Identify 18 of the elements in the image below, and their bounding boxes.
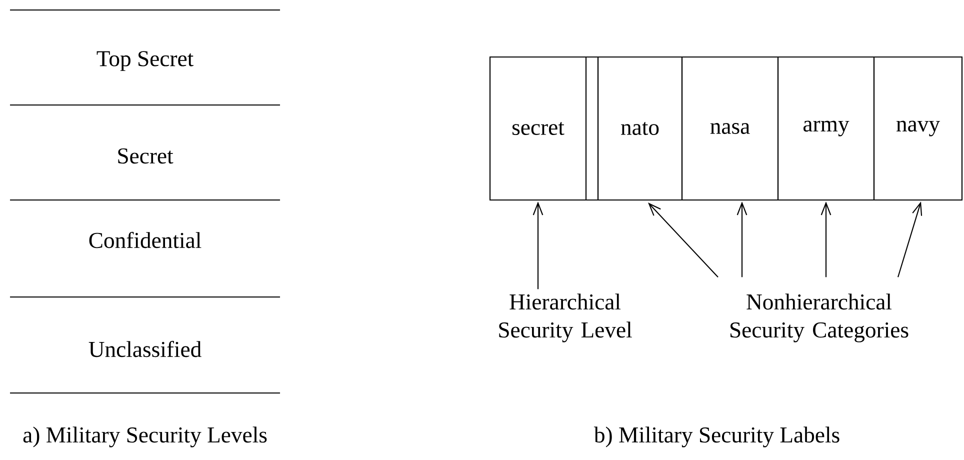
level-label: Unclassified xyxy=(88,340,202,358)
caption: b) Military Security Labels xyxy=(594,426,840,448)
arrow xyxy=(820,202,832,278)
arrow xyxy=(648,202,718,278)
level-label: Secret xyxy=(118,148,174,164)
caption: a) Military Security Levels xyxy=(23,426,267,448)
arrow xyxy=(898,202,922,278)
label-cell: army xyxy=(777,56,875,201)
label-cell: navy xyxy=(873,56,963,201)
label-cell: nato xyxy=(597,56,683,201)
level-label: Top Secret xyxy=(96,51,194,71)
level-label: Confidential xyxy=(89,232,202,248)
annotation-text: Hierarchical Security Level xyxy=(499,294,632,342)
arrow xyxy=(736,202,748,278)
label-cell: nasa xyxy=(681,56,779,201)
label-cell: secret xyxy=(489,56,587,201)
arrow xyxy=(532,202,544,290)
annotation-text: Nonhierarchical Security Categories xyxy=(730,294,908,342)
